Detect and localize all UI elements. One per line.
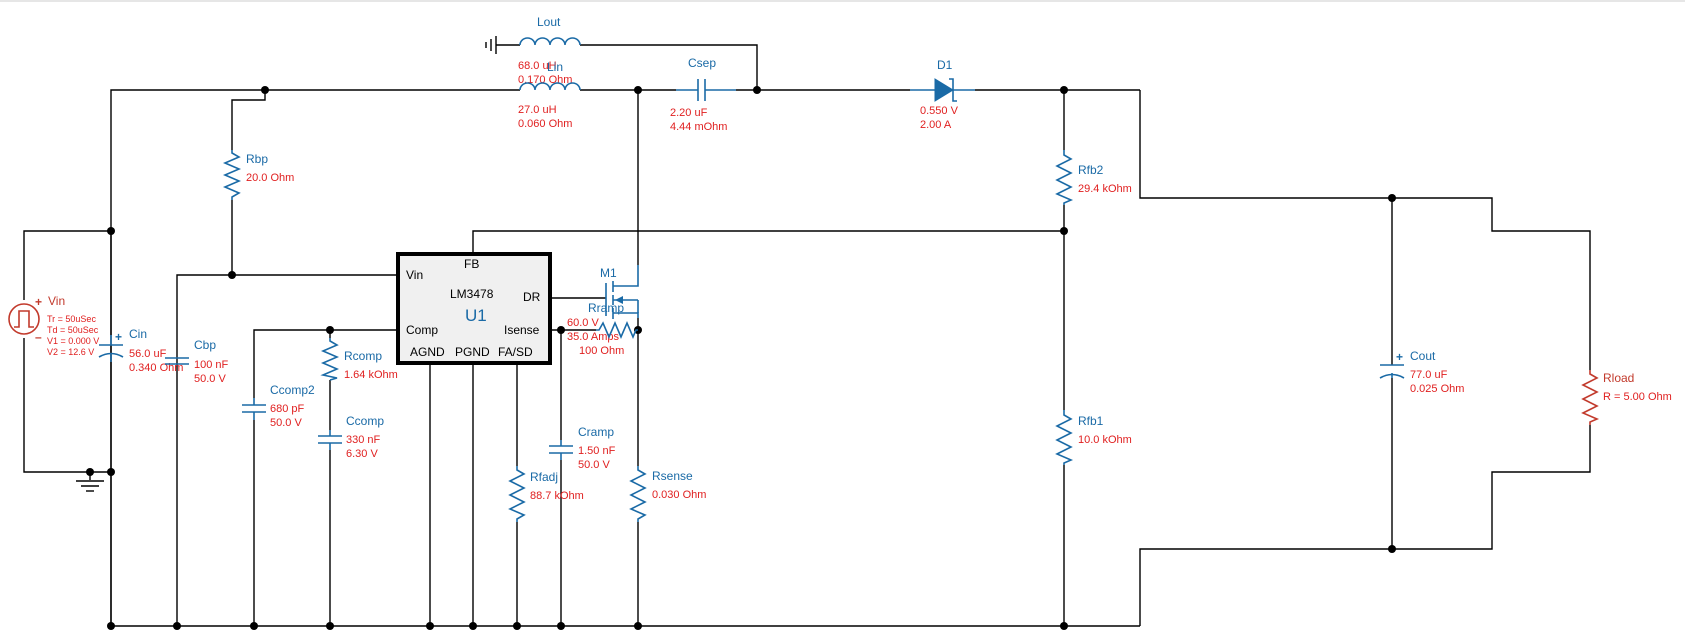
cout-label: Cout (1410, 349, 1436, 363)
lout-coil (519, 37, 581, 46)
cramp-capacitance: 1.50 nF (578, 445, 616, 457)
lin-resistance: 0.060 Ohm (518, 118, 572, 130)
cin-capacitance: 56.0 uF (129, 348, 167, 360)
ground-symbol-top (485, 36, 497, 54)
lout-label: Lout (537, 15, 561, 29)
csep-capacitance: 2.20 uF (670, 107, 708, 119)
lin-inductance: 27.0 uH (518, 104, 557, 116)
vin-plus-sign: + (35, 295, 42, 309)
vin-v2: V2 = 12.6 V (47, 347, 94, 357)
pin-isense: Isense (504, 323, 540, 337)
vin-rise-time: Tr = 50uSec (47, 314, 96, 324)
ground-symbol-bottom (76, 480, 104, 492)
rcomp-label: Rcomp (344, 349, 382, 363)
resistor-rsense[interactable]: Rsense 0.030 Ohm (629, 466, 706, 522)
resistor-rfb2[interactable]: Rfb2 29.4 kOhm (1055, 150, 1132, 205)
vin-v1: V1 = 0.000 V (47, 336, 99, 346)
chip-part-number: LM3478 (450, 287, 494, 301)
ccomp2-voltage: 50.0 V (270, 417, 302, 429)
pin-comp: Comp (406, 323, 438, 337)
rfb2-resistance: 29.4 kOhm (1078, 183, 1132, 195)
pulse-icon (14, 310, 34, 328)
pin-dr: DR (523, 290, 541, 304)
m1-voltage: 60.0 V (567, 317, 599, 329)
ccomp-capacitance: 330 nF (346, 434, 381, 446)
capacitor-csep[interactable]: Csep 2.20 uF 4.44 mOhm (670, 56, 736, 133)
junction-dots (86, 86, 1396, 630)
inductor-lout[interactable]: Lout 68.0 uH 0.170 Ohm (518, 15, 581, 86)
cin-polarity: + (115, 330, 122, 344)
rbp-label: Rbp (246, 152, 268, 166)
cramp-voltage: 50.0 V (578, 459, 610, 471)
vin-delay-time: Td = 50uSec (47, 325, 99, 335)
resistor-rramp[interactable]: Rramp 100 Ohm (579, 301, 638, 357)
rramp-label: Rramp (588, 301, 624, 315)
rfb1-resistance: 10.0 kOhm (1078, 434, 1132, 446)
rsense-resistance: 0.030 Ohm (652, 489, 706, 501)
ccomp-voltage: 6.30 V (346, 448, 378, 460)
cin-esr: 0.340 Ohm (129, 362, 183, 374)
pin-fb: FB (464, 257, 479, 271)
capacitor-cramp[interactable]: Cramp 1.50 nF 50.0 V (549, 425, 616, 471)
wires (23, 44, 1591, 627)
ccomp2-capacitance: 680 pF (270, 403, 305, 415)
voltage-source-vin[interactable]: + – Vin Tr = 50uSec Td = 50uSec V1 = 0.0… (8, 294, 99, 357)
resistor-rfadj[interactable]: Rfadj 88.7 kOhm (508, 466, 584, 522)
cout-capacitance: 77.0 uF (1410, 369, 1448, 381)
lin-coil (519, 82, 581, 91)
diode-d1[interactable]: D1 0.550 V 2.00 A (910, 58, 975, 131)
chip-ref: U1 (465, 306, 487, 325)
cbp-label: Cbp (194, 338, 216, 352)
resistor-rcomp[interactable]: Rcomp 1.64 kOhm (320, 338, 398, 381)
chip-u1[interactable]: FB Vin LM3478 DR U1 Comp Isense AGND PGN… (396, 252, 552, 365)
vin-label: Vin (48, 294, 65, 308)
resistor-rbp[interactable]: Rbp 20.0 Ohm (222, 150, 294, 200)
capacitor-ccomp2[interactable]: Ccomp2 680 pF 50.0 V (242, 383, 315, 429)
ccomp2-label: Ccomp2 (270, 383, 315, 397)
cout-esr: 0.025 Ohm (1410, 383, 1464, 395)
capacitor-cin[interactable]: + Cin 56.0 uF 0.340 Ohm (98, 327, 183, 374)
cbp-voltage: 50.0 V (194, 373, 226, 385)
rfb2-label: Rfb2 (1078, 163, 1104, 177)
capacitor-ccomp[interactable]: Ccomp 330 nF 6.30 V (318, 414, 384, 460)
cramp-label: Cramp (578, 425, 614, 439)
lout-inductance: 68.0 uH (518, 60, 557, 72)
capacitor-cbp[interactable]: Cbp 100 nF 50.0 V (165, 338, 229, 385)
rramp-resistance: 100 Ohm (579, 345, 624, 357)
pin-vin: Vin (406, 268, 423, 282)
capacitor-cout[interactable]: + Cout 77.0 uF 0.025 Ohm (1379, 349, 1464, 395)
rbp-resistance: 20.0 Ohm (246, 172, 294, 184)
cbp-capacitance: 100 nF (194, 359, 229, 371)
rcomp-resistance: 1.64 kOhm (344, 369, 398, 381)
chip-body (396, 252, 552, 365)
rfadj-label: Rfadj (530, 470, 558, 484)
d1-label: D1 (937, 58, 953, 72)
vin-minus-sign: – (35, 330, 42, 344)
resistor-rload[interactable]: Rload R = 5.00 Ohm (1581, 370, 1672, 425)
d1-current: 2.00 A (920, 119, 952, 131)
rsense-label: Rsense (652, 469, 693, 483)
lin-label: Lin (547, 60, 563, 74)
csep-label: Csep (688, 56, 716, 70)
m1-current: 35.0 Amps (567, 331, 619, 343)
rload-resistance: R = 5.00 Ohm (1603, 391, 1672, 403)
rfb1-label: Rfb1 (1078, 414, 1104, 428)
ccomp-label: Ccomp (346, 414, 384, 428)
pin-fa-sd: FA/SD (498, 345, 533, 359)
cin-label: Cin (129, 327, 147, 341)
inductor-lin[interactable]: Lin 27.0 uH 0.060 Ohm (518, 60, 581, 130)
pin-agnd: AGND (410, 345, 445, 359)
vin-source-body (8, 303, 40, 335)
mosfet-m1[interactable]: M1 60.0 V 35.0 Amps (567, 265, 639, 343)
rload-label: Rload (1603, 371, 1634, 385)
d1-voltage: 0.550 V (920, 105, 959, 117)
pin-pgnd: PGND (455, 345, 490, 359)
cout-polarity: + (1396, 350, 1403, 364)
rfadj-resistance: 88.7 kOhm (530, 490, 584, 502)
resistor-rfb1[interactable]: Rfb1 10.0 kOhm (1055, 410, 1132, 465)
m1-label: M1 (600, 266, 617, 280)
csep-esr: 4.44 mOhm (670, 121, 727, 133)
